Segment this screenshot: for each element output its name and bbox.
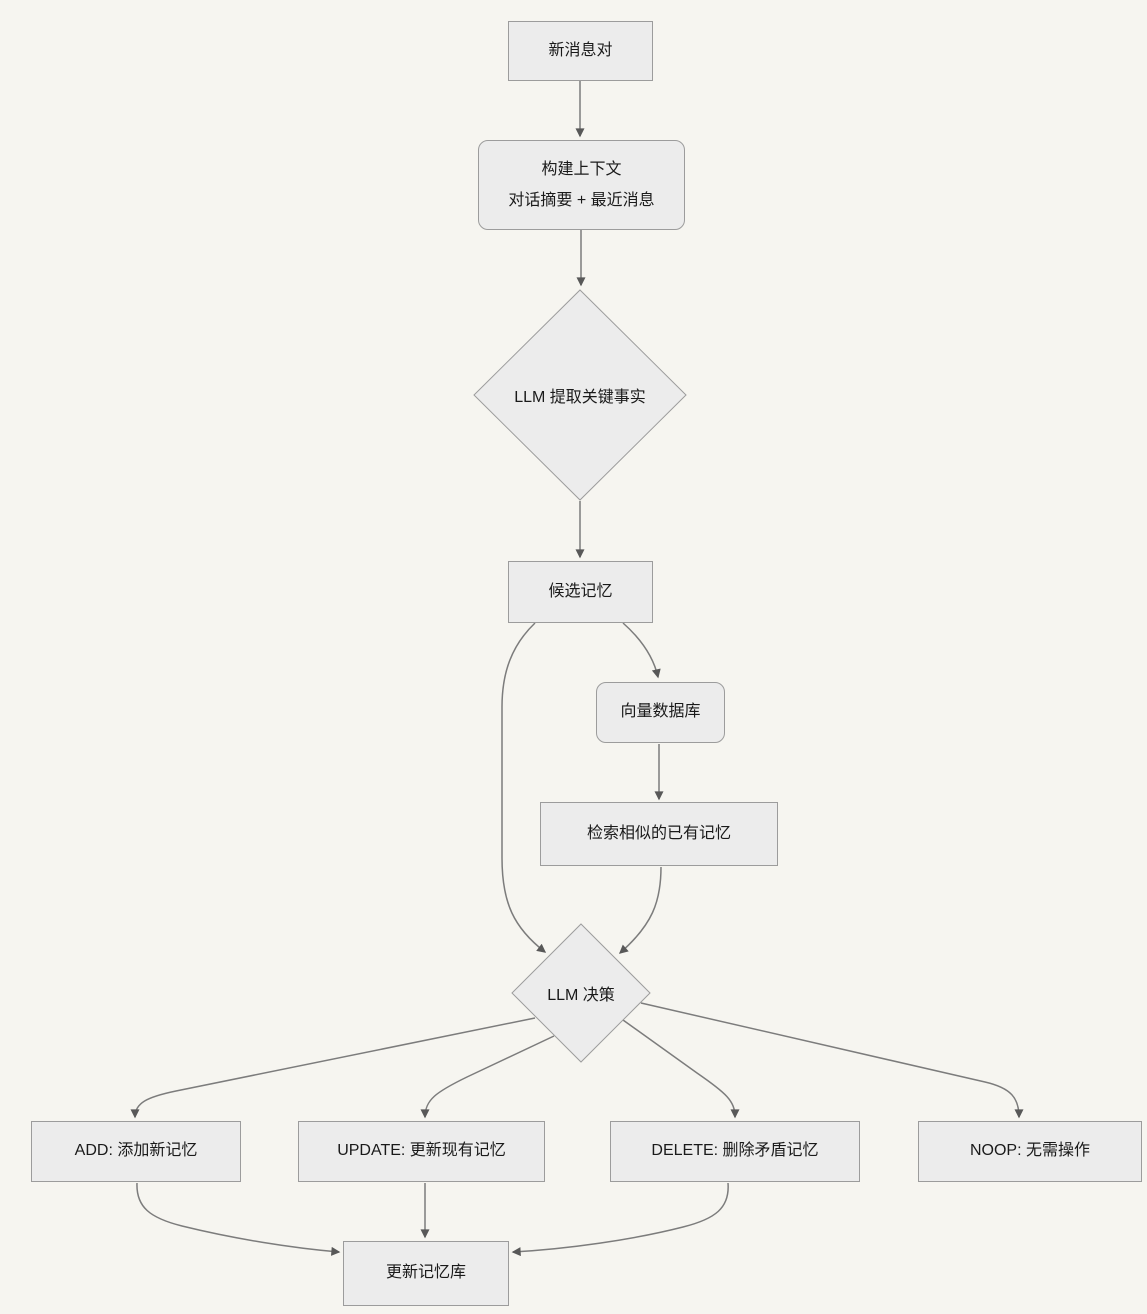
node-op-noop-label: NOOP: 无需操作 xyxy=(969,1142,1090,1160)
edge-add-to-store xyxy=(136,1182,341,1256)
node-new-message-pair: 新消息对 xyxy=(508,21,653,81)
edge-candidate-to-vectordb xyxy=(622,622,661,679)
node-llm-extract-facts: LLM 提取关键事实 xyxy=(473,289,687,501)
diamond-shape xyxy=(511,923,651,1063)
node-llm-decision: LLM 决策 xyxy=(511,923,651,1063)
diamond-shape xyxy=(473,289,687,501)
node-op-update-label: UPDATE: 更新现有记忆 xyxy=(337,1142,506,1160)
node-llm-extract-facts-label: LLM 提取关键事实 xyxy=(514,389,646,406)
node-update-memory-store: 更新记忆库 xyxy=(343,1241,509,1306)
edge-candidate-to-decision xyxy=(501,622,547,953)
edge-decision-to-add xyxy=(130,1017,536,1119)
node-op-delete-label: DELETE: 删除矛盾记忆 xyxy=(651,1142,819,1160)
node-op-noop: NOOP: 无需操作 xyxy=(918,1121,1142,1182)
node-vector-database-label: 向量数据库 xyxy=(620,703,701,721)
node-op-add: ADD: 添加新记忆 xyxy=(31,1121,241,1182)
node-build-context-line2: 对话摘要 + 最近消息 xyxy=(508,192,655,209)
node-op-delete: DELETE: 删除矛盾记忆 xyxy=(610,1121,860,1182)
node-candidate-memory-label: 候选记忆 xyxy=(548,582,613,600)
node-vector-database: 向量数据库 xyxy=(596,682,725,743)
node-update-memory-store-label: 更新记忆库 xyxy=(385,1264,466,1282)
node-new-message-pair-label: 新消息对 xyxy=(548,41,613,59)
node-llm-decision-label: LLM 决策 xyxy=(547,987,615,1004)
edge-delete-to-store xyxy=(511,1182,729,1257)
node-build-context-line1: 构建上下文 xyxy=(541,160,622,178)
node-op-add-label: ADD: 添加新记忆 xyxy=(74,1142,198,1160)
node-retrieve-similar-memories: 检索相似的已有记忆 xyxy=(540,802,778,866)
node-op-update: UPDATE: 更新现有记忆 xyxy=(298,1121,545,1182)
node-build-context: 构建上下文 对话摘要 + 最近消息 xyxy=(478,140,685,230)
node-retrieve-similar-memories-label: 检索相似的已有记忆 xyxy=(586,824,731,842)
node-candidate-memory: 候选记忆 xyxy=(508,561,653,623)
edge-decision-to-noop xyxy=(640,1002,1024,1119)
